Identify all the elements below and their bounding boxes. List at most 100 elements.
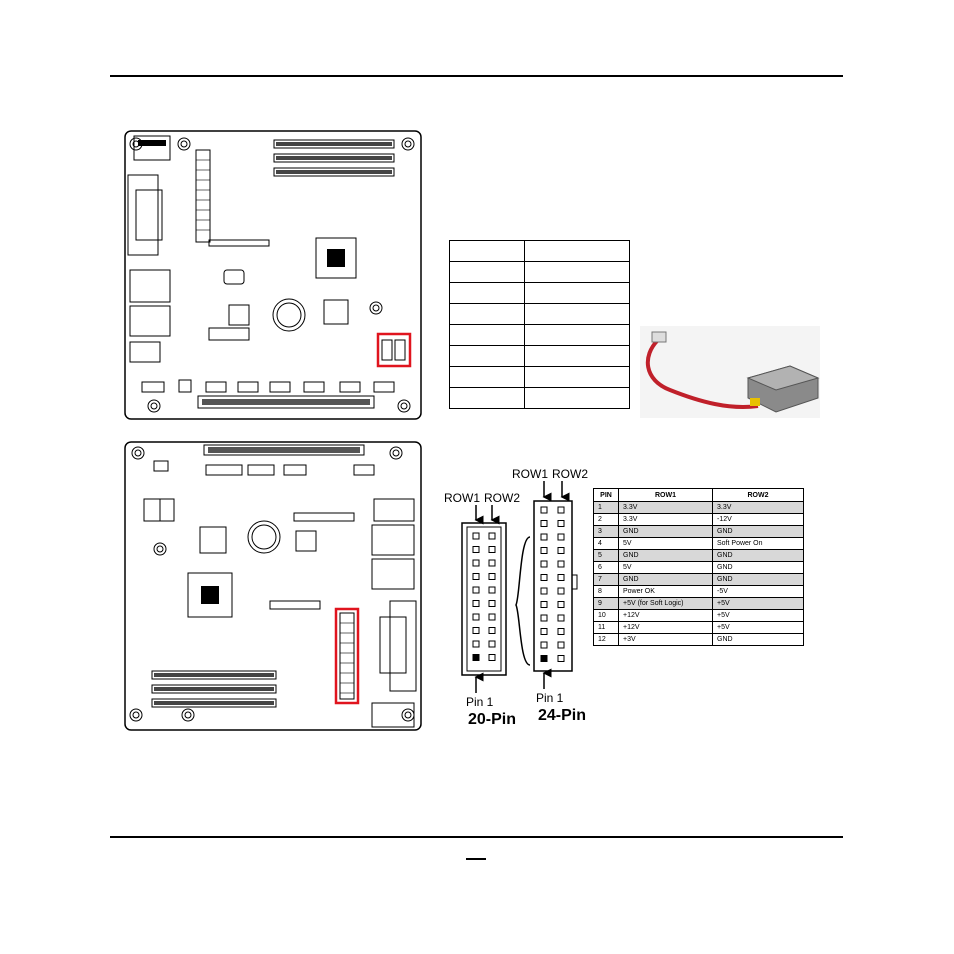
connector-pin: [488, 640, 496, 648]
connector-pin: [540, 587, 548, 595]
connector-pin: [488, 654, 496, 661]
motherboard-diagram-bottom: [124, 441, 422, 731]
sata-cable-image: [640, 326, 820, 423]
cell-pin: 4: [593, 537, 619, 550]
connector-pin: [472, 613, 480, 621]
cell-pin: 11: [593, 621, 619, 634]
cell-row1: GND: [618, 525, 713, 538]
pin1-label-20: Pin 1: [466, 695, 494, 709]
connector-pin: [557, 614, 565, 622]
cell-row1: 5V: [618, 537, 713, 550]
connector-pin: [557, 520, 565, 527]
pin-header: PIN: [593, 488, 619, 502]
cell-row1: GND: [618, 549, 713, 562]
cell-row2: -12V: [712, 513, 804, 526]
connector-pin: [557, 533, 565, 541]
motherboard-diagram-top: [124, 130, 422, 420]
cell-pin: 3: [593, 525, 619, 538]
header-rule: [110, 75, 843, 77]
row2-label-24: ROW2: [552, 467, 588, 481]
connector-pin: [488, 573, 496, 580]
cell-pin: 6: [593, 561, 619, 574]
connector-pin: [488, 586, 496, 594]
atx-connector-diagram: ROW1 ROW2 ROW1 ROW2 Pin 1 Pin 1 20-Pin 2…: [440, 465, 590, 735]
sata-highlight: [376, 332, 412, 368]
cell-row1: +12V: [618, 621, 713, 634]
connector-pin: [472, 586, 480, 594]
row1-label-24: ROW1: [512, 467, 548, 481]
connector-pin: [488, 600, 496, 607]
cell-pin: 1: [593, 501, 619, 514]
connector-pin: [540, 560, 548, 568]
connector-pin: [540, 533, 548, 541]
connector-pin: [472, 546, 480, 553]
connector-pin: [472, 640, 480, 648]
connector-pin: [472, 600, 480, 607]
row1-label-20: ROW1: [444, 491, 480, 505]
connector-pin: [557, 655, 565, 662]
cell-row2: GND: [712, 549, 804, 562]
connector-pin: [540, 574, 548, 581]
cell-row2: GND: [712, 561, 804, 574]
cell-pin: 2: [593, 513, 619, 526]
footer-rule: [110, 836, 843, 838]
cell-row2: Soft Power On: [712, 537, 804, 550]
cell-pin: 5: [593, 549, 619, 562]
cell-row2: +5V: [712, 621, 804, 634]
cell-row1: Power OK: [618, 585, 713, 598]
cell-row1: 3.3V: [618, 501, 713, 514]
connector-pin: [557, 628, 565, 635]
connector-pin: [488, 627, 496, 634]
connector-pin: [540, 547, 548, 554]
cell-row1: 3.3V: [618, 513, 713, 526]
connector-pin: [557, 506, 565, 514]
row2-label-20: ROW2: [484, 491, 520, 505]
cell-row1: +12V: [618, 609, 713, 622]
connector-pin: [540, 614, 548, 622]
connector-pin: [472, 573, 480, 580]
cell-row2: GND: [712, 573, 804, 586]
connector-pin: [540, 601, 548, 608]
row1-header: ROW1: [618, 488, 713, 502]
blank-table: [449, 240, 630, 409]
cell-pin: 10: [593, 609, 619, 622]
cell-row2: GND: [712, 633, 804, 646]
connector-pin: [472, 532, 480, 540]
table-row: 10+12V+5V: [593, 609, 804, 622]
connector-pin: [557, 601, 565, 608]
cell-pin: 8: [593, 585, 619, 598]
cell-pin: 9: [593, 597, 619, 610]
connector-pin: [540, 655, 548, 662]
pin1-label-24: Pin 1: [536, 691, 564, 705]
connector-pin: [472, 627, 480, 634]
cell-row2: +5V: [712, 609, 804, 622]
twenty-pin-title: 20-Pin: [468, 711, 517, 728]
connector-pin: [557, 547, 565, 554]
cell-row1: +5V (for Soft Logic): [618, 597, 713, 610]
connector-pin: [540, 628, 548, 635]
twentyfour-pin-title: 24-Pin: [538, 707, 587, 724]
cell-row1: +3V: [618, 633, 713, 646]
cell-row2: 3.3V: [712, 501, 804, 514]
atx-power-highlight: [334, 607, 360, 705]
connector-pin: [540, 520, 548, 527]
cell-row2: +5V: [712, 597, 804, 610]
connector-pin: [557, 560, 565, 568]
cell-row1: 5V: [618, 561, 713, 574]
connector-pin: [540, 506, 548, 514]
connector-pin: [472, 559, 480, 567]
row2-header: ROW2: [712, 488, 804, 502]
connector-pin: [540, 641, 548, 649]
connector-pin: [557, 641, 565, 649]
connector-pin: [488, 532, 496, 540]
cell-row2: GND: [712, 525, 804, 538]
connector-pin: [472, 654, 480, 661]
page-number-mark: [466, 858, 486, 860]
